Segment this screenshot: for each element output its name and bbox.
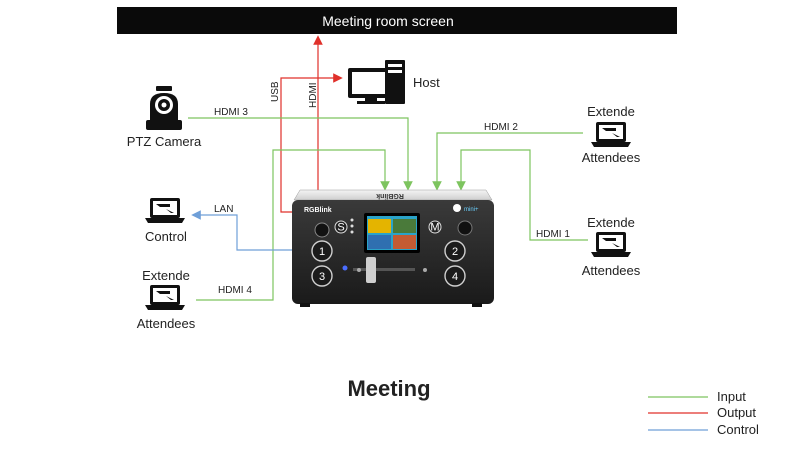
hdmi1-line — [456, 149, 588, 241]
ptz-camera-icon — [146, 86, 182, 130]
device-button-4 — [444, 265, 466, 287]
hdmi-output-label: HDMI — [308, 82, 319, 108]
device-tbar — [366, 257, 376, 283]
extend-right-top-laptop-icon — [591, 122, 631, 147]
legend-input-label: Input — [717, 389, 746, 404]
extend-right-mid-laptop-icon — [591, 232, 631, 257]
device-m-button — [428, 220, 442, 234]
device-s-button — [334, 220, 348, 234]
rgblink-mini-device: RGBlink RGBlink mini+ S M 1 3 — [292, 189, 494, 307]
hdmi1-label: HDMI 1 — [536, 229, 570, 240]
extend-left-label-1: Extende — [142, 268, 190, 283]
hdmi3-line — [188, 117, 413, 191]
device-model-logo — [453, 204, 461, 212]
banner-label: Meeting room screen — [322, 13, 454, 29]
usb-line — [280, 73, 343, 213]
legend-output-label: Output — [717, 405, 756, 420]
meeting-room-screen-banner: Meeting room screen — [117, 7, 677, 34]
device-brand: RGBlink — [304, 207, 332, 214]
hdmi2-label: HDMI 2 — [484, 122, 518, 133]
control-label: Control — [145, 229, 187, 244]
extend-right-mid-label-2: Attendees — [582, 263, 641, 278]
device-button-1-label: 1 — [319, 246, 325, 258]
legend-control-label: Control — [717, 422, 759, 437]
hdmi4-label: HDMI 4 — [218, 285, 252, 296]
device-model: mini+ — [464, 207, 479, 213]
lan-line — [191, 210, 292, 251]
device-button-1 — [311, 240, 333, 262]
device-s-label: S — [337, 222, 344, 234]
usb-label: USB — [270, 81, 281, 102]
device-joystick — [457, 220, 473, 236]
device-button-3 — [311, 265, 333, 287]
footer-title: Meeting — [347, 376, 430, 401]
device-knob — [314, 222, 330, 238]
device-button-2-label: 2 — [452, 246, 458, 258]
hdmi4-line — [196, 149, 390, 301]
device-m-label: M — [430, 222, 439, 234]
host-computer-icon — [348, 60, 405, 104]
output-lines — [280, 35, 343, 213]
extend-left-label-2: Attendees — [137, 316, 196, 331]
host-label: Host — [413, 75, 440, 90]
device-button-3-label: 3 — [319, 271, 325, 283]
ptz-camera-label: PTZ Camera — [127, 134, 202, 149]
lan-label: LAN — [214, 204, 233, 215]
device-blue-led — [342, 265, 348, 271]
device-button-4-label: 4 — [452, 271, 458, 283]
hdmi3-label: HDMI 3 — [214, 107, 248, 118]
device-button-2 — [444, 240, 466, 262]
legend: Input Output Control — [648, 389, 759, 437]
device-top-brand: RGBlink — [376, 192, 404, 199]
extend-left-laptop-icon — [145, 285, 185, 310]
input-lines — [188, 117, 588, 301]
control-laptop-icon — [145, 198, 185, 223]
device-tbar-track — [353, 268, 415, 271]
extend-right-mid-label-1: Extende — [587, 215, 635, 230]
extend-right-top-label-1: Extende — [587, 104, 635, 119]
extend-right-top-label-2: Attendees — [582, 150, 641, 165]
hdmi2-line — [432, 132, 583, 191]
